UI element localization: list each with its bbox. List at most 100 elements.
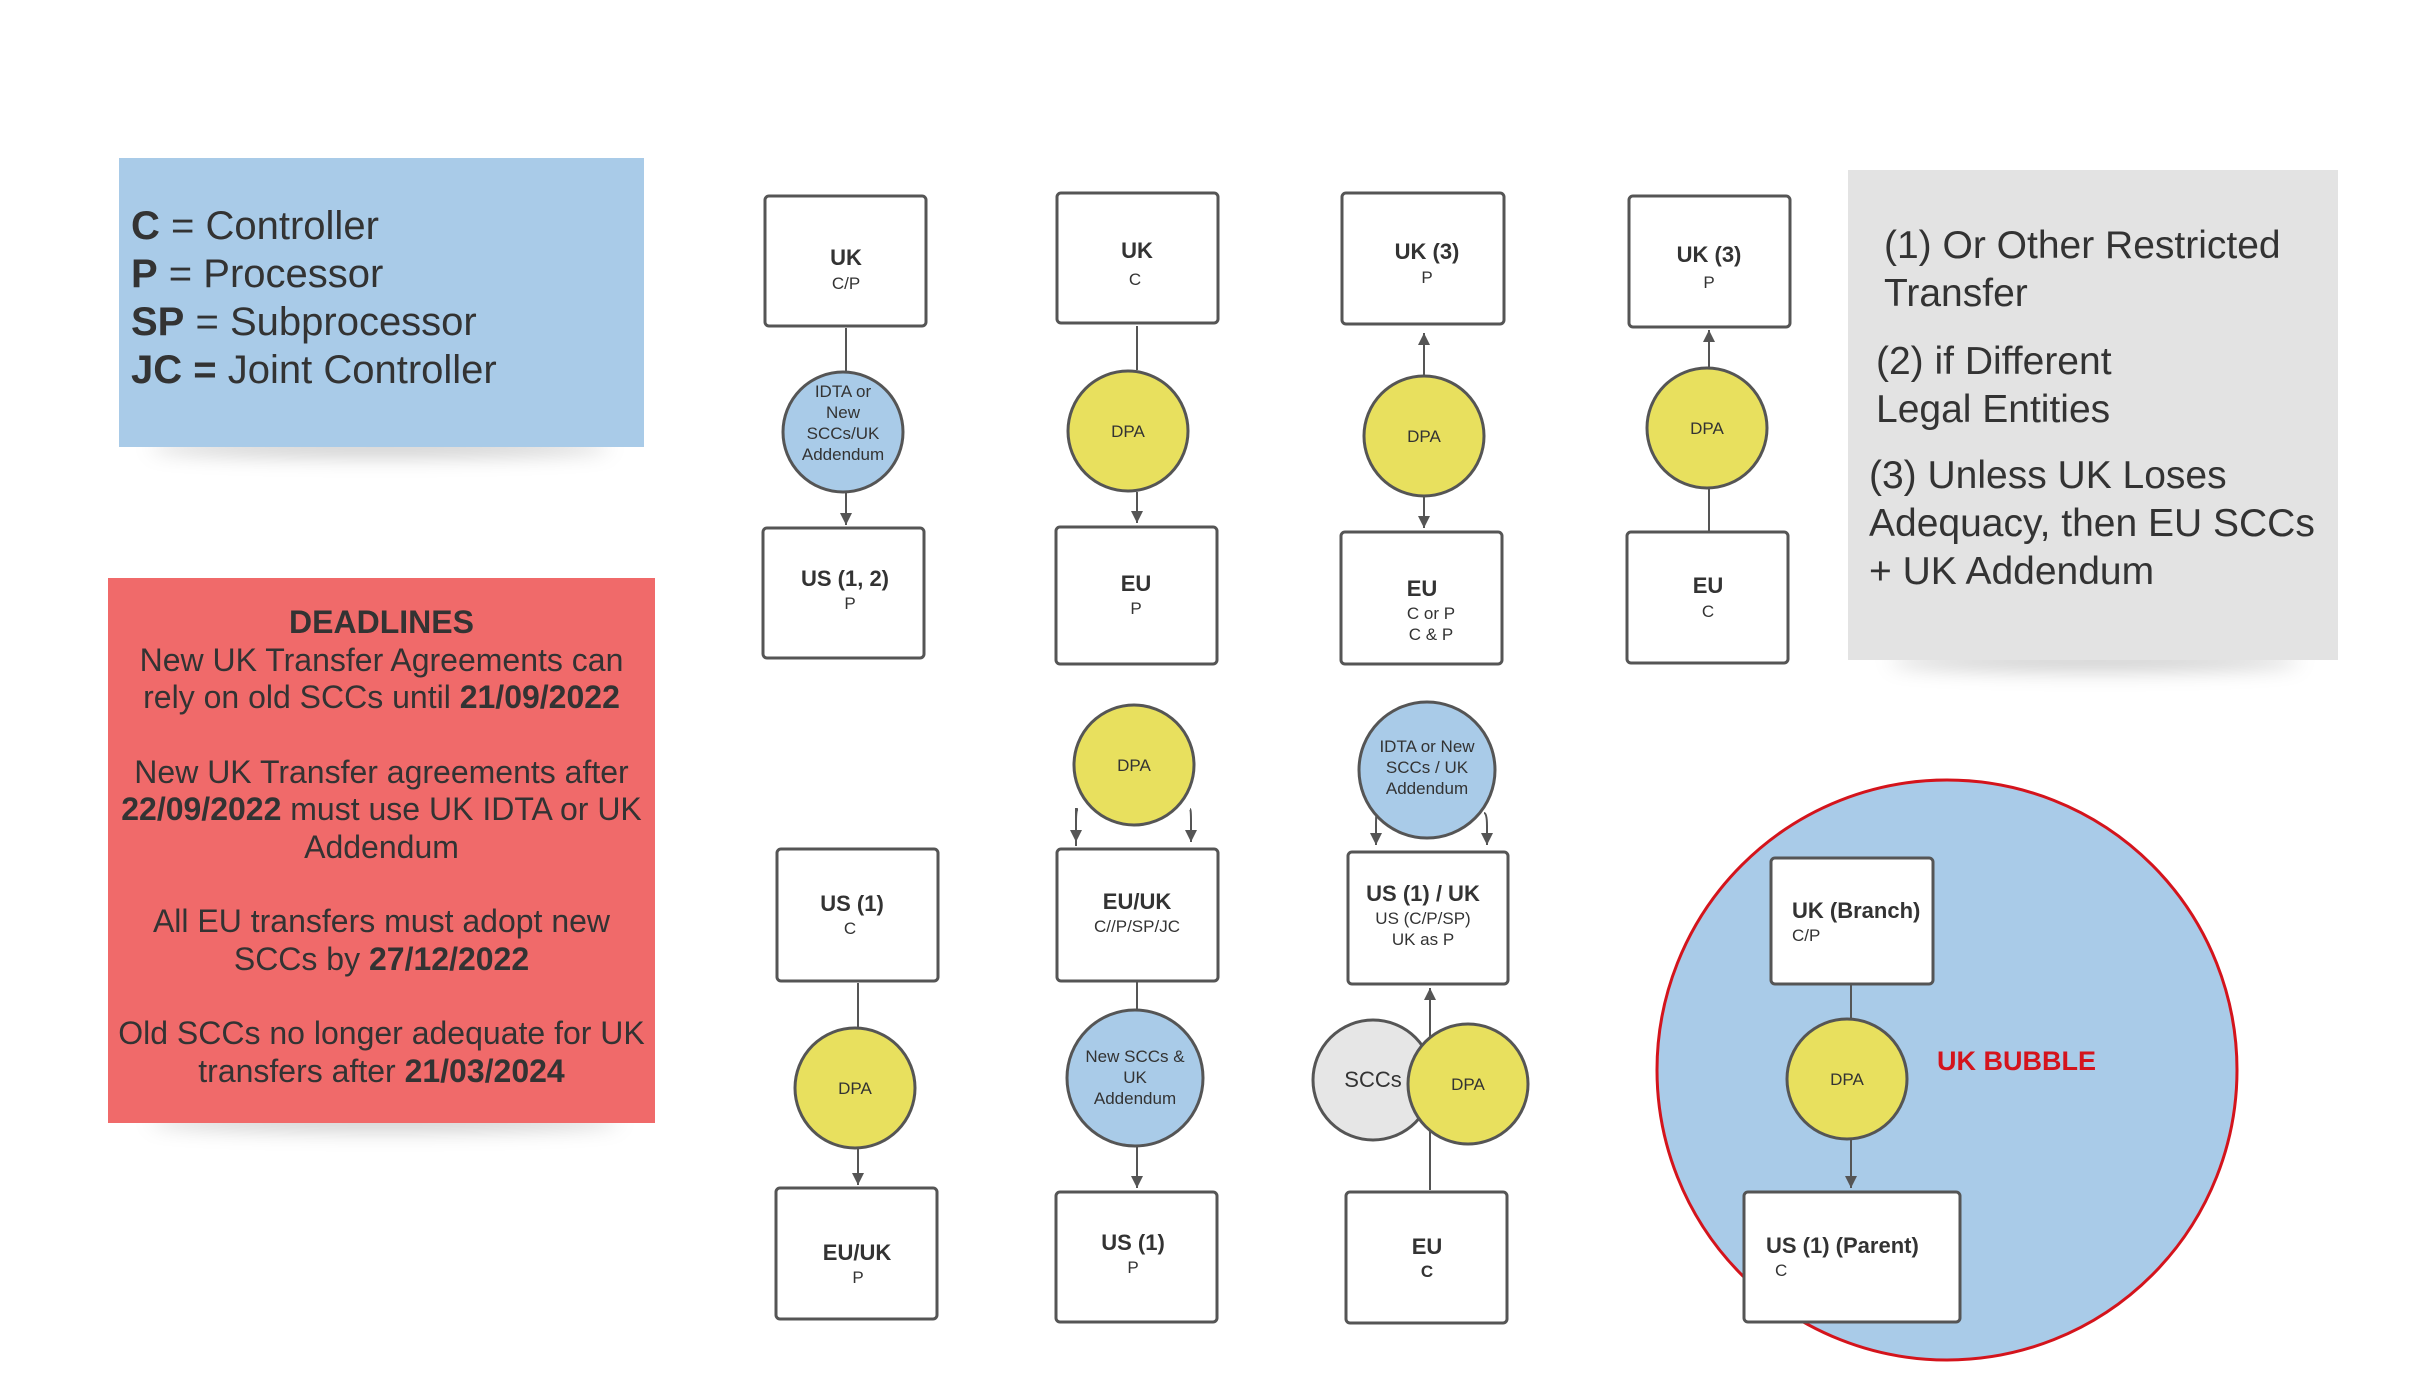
agreement-label: DPA	[1690, 419, 1724, 438]
entity-title: EU	[1412, 1234, 1443, 1259]
legend-row-controller: C = Controller	[131, 204, 379, 248]
deadline-text: Old SCCs no longer adequate for UK	[118, 1015, 645, 1051]
entity-title: US (1)	[1101, 1230, 1165, 1255]
legend-note: C = Controller P = Processor SP = Subpro…	[119, 158, 644, 447]
legend-row-subprocessor: SP = Subprocessor	[131, 300, 477, 344]
agreement-circle	[781, 370, 905, 494]
entity-title: UK (Branch)	[1792, 898, 1920, 923]
deadline-text: transfers after 21/03/2024	[198, 1052, 565, 1089]
entity-box-eu	[1339, 530, 1504, 666]
agreement-label: IDTA or New	[1379, 737, 1475, 756]
agreement-label: New SCCs &	[1085, 1047, 1185, 1066]
agreement-label: DPA	[1111, 422, 1145, 441]
agreement-label: Addendum	[1094, 1089, 1176, 1108]
deadline-text: All EU transfers must adopt new	[152, 903, 611, 939]
entity-box-uk-branch	[1769, 856, 1935, 986]
entity-box-eu	[1344, 1190, 1509, 1325]
entity-role: P	[844, 594, 855, 613]
entity-box-eu	[1054, 525, 1219, 666]
entity-role: P	[1703, 273, 1714, 292]
legend-row-processor: P = Processor	[131, 252, 384, 296]
entity-role: C	[1129, 270, 1141, 289]
dpa-circle	[1645, 366, 1769, 490]
footnote-1-cont: Transfer	[1884, 272, 2028, 315]
entity-box-uk	[1055, 191, 1220, 325]
entity-title: US (1, 2)	[801, 566, 889, 591]
dpa-circle	[793, 1026, 917, 1150]
entity-box-eu-uk	[774, 1186, 939, 1321]
entity-title: EU	[1407, 576, 1438, 601]
entity-title: UK	[1121, 238, 1153, 263]
deadlines-title: DEADLINES	[289, 604, 474, 640]
agreement-label: SCCs / UK	[1386, 758, 1469, 777]
entity-role: C	[1702, 602, 1714, 621]
entity-box-uk	[763, 194, 928, 328]
agreement-label: DPA	[1117, 756, 1151, 775]
entity-role: C/P	[832, 274, 860, 293]
deadline-text: SCCs by 27/12/2022	[233, 940, 530, 977]
entity-title: EU/UK	[823, 1240, 892, 1265]
entity-box-eu	[1625, 530, 1790, 665]
footnote-2: (2) if Different	[1876, 340, 2112, 383]
agreement-label: DPA	[1407, 427, 1441, 446]
entity-role: P	[1127, 1258, 1138, 1277]
entity-title: EU	[1121, 571, 1152, 596]
legend-row-joint-controller: JC = Joint Controller	[131, 348, 497, 392]
entity-role: C	[1775, 1261, 1787, 1280]
entity-title: EU	[1693, 573, 1724, 598]
dpa-circle	[1362, 374, 1486, 498]
entity-role: C	[1421, 1262, 1433, 1281]
entity-role: C	[844, 919, 856, 938]
arrow	[1481, 812, 1493, 845]
deadline-text: Addendum	[304, 828, 459, 865]
entity-box-uk	[1340, 191, 1506, 326]
agreement-circle	[1065, 1008, 1205, 1148]
entity-role: US (C/P/SP)	[1375, 909, 1470, 928]
deadline-text: New UK Transfer agreements after	[134, 753, 629, 790]
entity-box-us-parent	[1742, 1190, 1962, 1324]
entity-role: C or P	[1407, 604, 1455, 623]
dpa-circle	[1785, 1017, 1909, 1141]
agreement-circle	[1357, 700, 1497, 840]
entity-role: P	[1130, 599, 1141, 618]
agreement-label: DPA	[1830, 1070, 1864, 1089]
agreement-label: UK	[1123, 1068, 1147, 1087]
agreement-label: DPA	[838, 1079, 872, 1098]
entity-title: UK (3)	[1677, 242, 1742, 267]
entity-box-us	[761, 526, 926, 660]
entity-box-us	[1054, 1190, 1219, 1324]
deadlines-note: DEADLINES New UK Transfer Agreements can…	[108, 578, 655, 1123]
entity-role: P	[852, 1268, 863, 1287]
entity-box-us	[775, 847, 940, 983]
entity-box-us-uk	[1346, 850, 1510, 986]
agreement-label: DPA	[1451, 1075, 1485, 1094]
entity-title: US (1) (Parent)	[1766, 1233, 1919, 1258]
dpa-circle	[1072, 703, 1196, 827]
deadline-text: New UK Transfer Agreements can	[139, 641, 624, 678]
entity-title: EU/UK	[1103, 889, 1172, 914]
entity-role: P	[1421, 268, 1432, 287]
footnote-3-cont2: + UK Addendum	[1869, 550, 2155, 593]
entity-title: US (1)	[820, 891, 884, 916]
footnote-2-cont: Legal Entities	[1876, 388, 2111, 431]
agreement-label: Addendum	[1386, 779, 1468, 798]
entity-role: C/P	[1792, 926, 1820, 945]
entity-role: UK as P	[1392, 930, 1454, 949]
agreement-label: SCCs/UK	[807, 424, 880, 443]
dpa-circle	[1406, 1022, 1530, 1146]
deadline-text: 22/09/2022 must use UK IDTA or UK	[121, 791, 642, 827]
entity-title: UK (3)	[1395, 239, 1460, 264]
arrow	[1185, 808, 1197, 842]
uk-bubble-label: UK BUBBLE	[1937, 1046, 2096, 1076]
entity-box-eu-uk	[1055, 847, 1220, 983]
deadline-text: rely on old SCCs until 21/09/2022	[143, 679, 620, 715]
footnote-3: (3) Unless UK Loses	[1869, 454, 2227, 497]
entity-title: US (1) / UK	[1366, 881, 1480, 906]
footnote-1: (1) Or Other Restricted	[1884, 224, 2281, 267]
entity-box-uk	[1627, 194, 1792, 329]
agreement-label: IDTA or	[815, 382, 872, 401]
dpa-circle	[1066, 369, 1190, 493]
footnote-3-cont: Adequacy, then EU SCCs	[1869, 502, 2315, 545]
arrow	[1070, 808, 1082, 842]
